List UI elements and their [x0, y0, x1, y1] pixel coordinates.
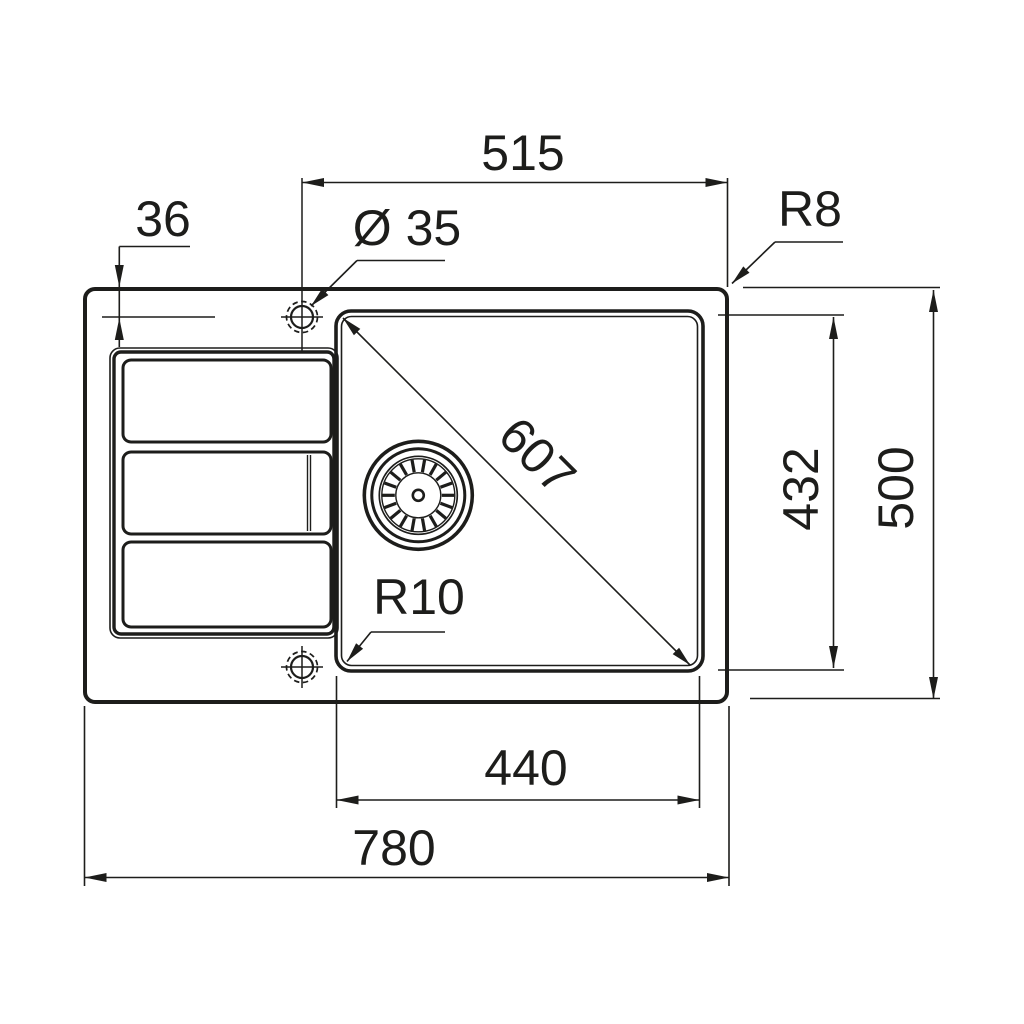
dim-515: 515	[302, 125, 729, 287]
dim-label-r8: R8	[778, 181, 842, 237]
sink-outline	[83, 287, 729, 704]
drainboard-groove-1	[121, 358, 333, 444]
tap-hole-top	[281, 178, 323, 353]
dim-label-515: 515	[481, 125, 564, 181]
label-diameter-35: Ø 35	[310, 200, 461, 307]
dim-label-d35: Ø 35	[353, 200, 461, 256]
dim-label-432: 432	[773, 447, 829, 530]
drainboard-groove-2	[121, 450, 333, 536]
dim-label-r10: R10	[373, 569, 465, 625]
dim-780: 780	[83, 706, 730, 886]
drainboard	[109, 347, 339, 639]
bowl	[334, 309, 705, 673]
drain-spokes	[382, 459, 455, 532]
dim-440: 440	[335, 676, 701, 808]
label-r10: R10	[346, 569, 465, 663]
dim-label-500: 500	[868, 446, 924, 529]
dim-label-36: 36	[135, 191, 191, 247]
dim-36: 36	[102, 191, 215, 347]
dim-label-607: 607	[488, 406, 587, 505]
drain-strainer	[362, 439, 475, 552]
dim-432: 432	[718, 314, 844, 671]
tap-hole-bottom	[281, 646, 323, 688]
dim-label-780: 780	[352, 820, 435, 876]
dim-500: 500	[743, 286, 940, 700]
drainboard-groove-3	[121, 540, 333, 629]
label-r8: R8	[731, 181, 843, 285]
dim-label-440: 440	[484, 740, 567, 796]
